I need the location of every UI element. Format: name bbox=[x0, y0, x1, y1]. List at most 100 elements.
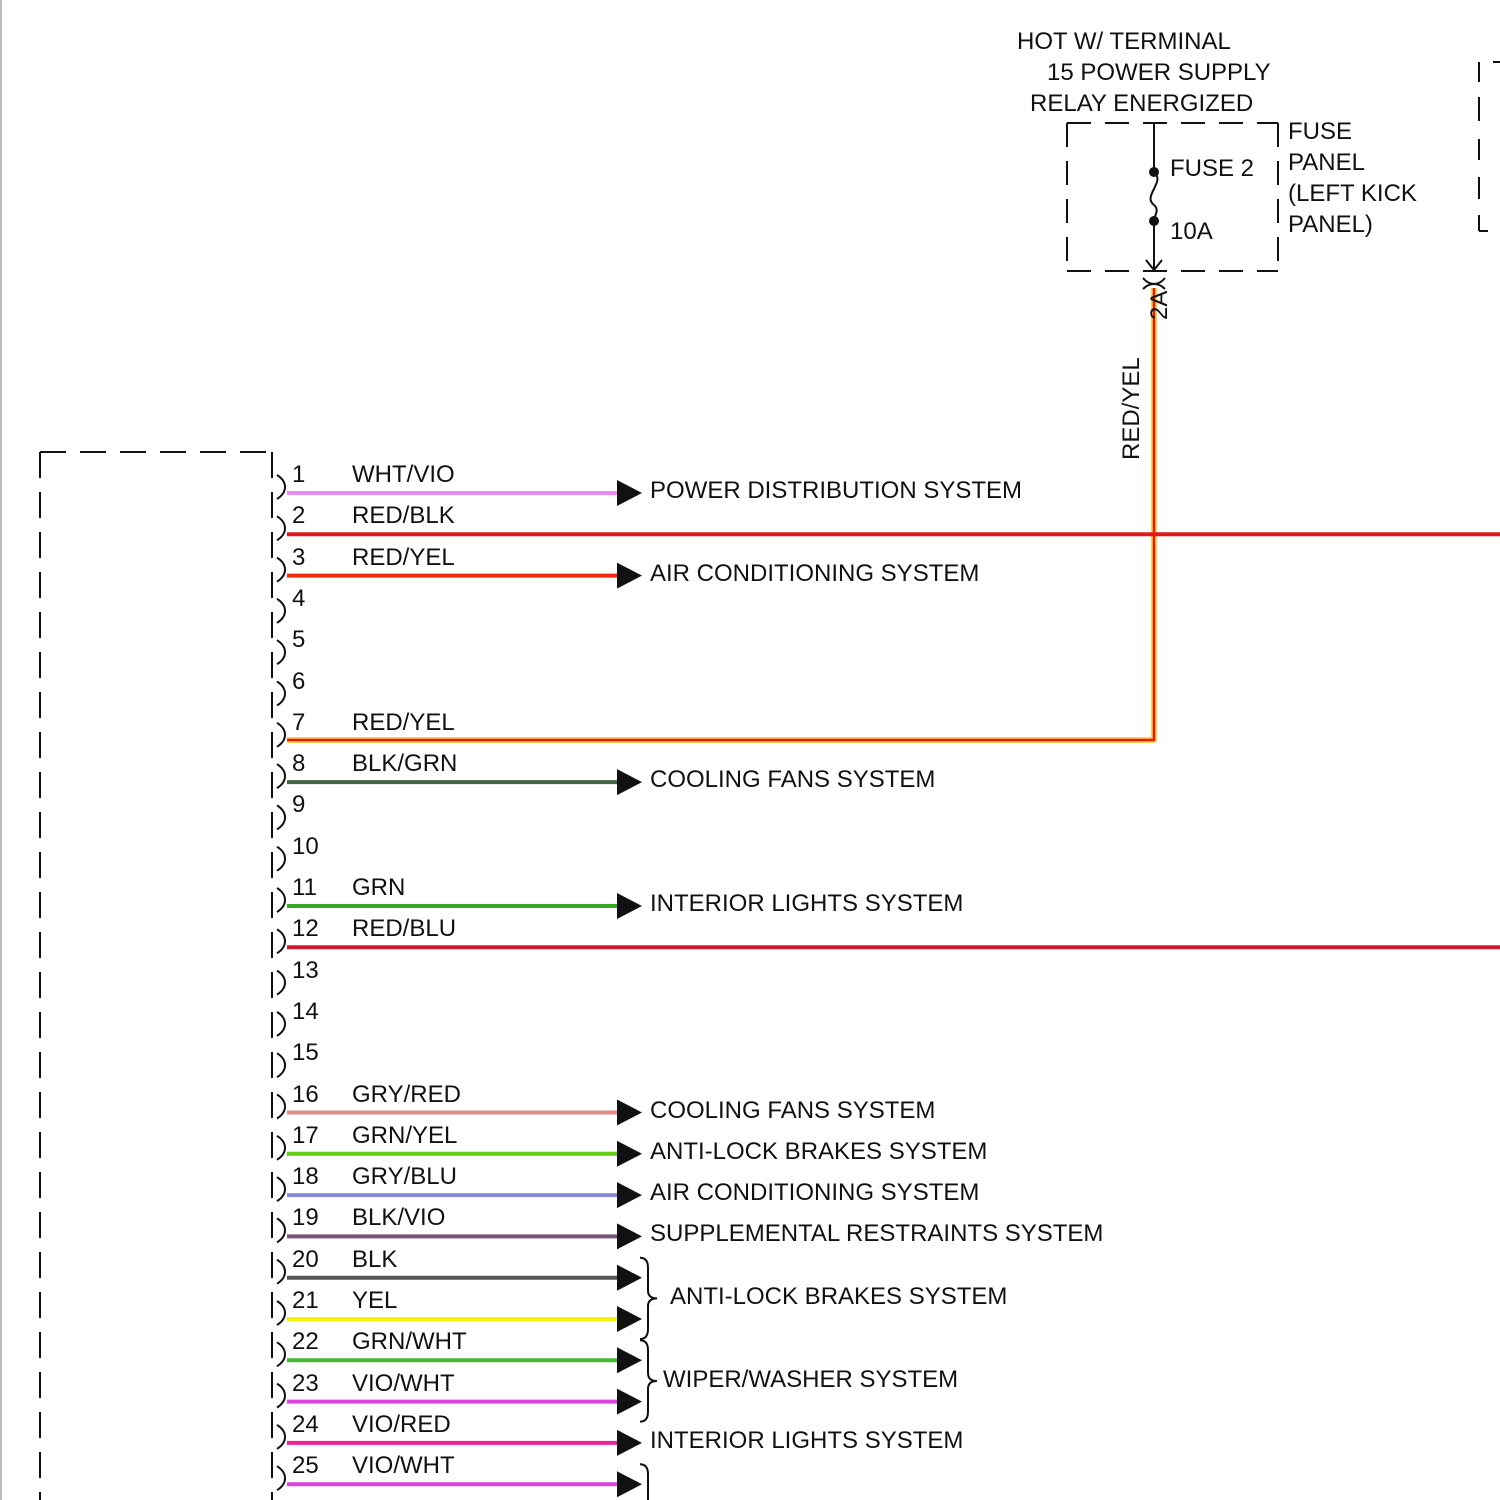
arrow-to-system bbox=[617, 1471, 642, 1497]
pin-number: 9 bbox=[292, 793, 305, 817]
pin-number: 13 bbox=[292, 959, 319, 983]
pin-number: 17 bbox=[292, 1124, 319, 1148]
wire-color-label: RED/YEL bbox=[352, 711, 455, 735]
pin-number: 19 bbox=[292, 1206, 319, 1230]
pin-number: 4 bbox=[292, 587, 305, 611]
arrow-to-system bbox=[617, 1389, 642, 1415]
fuse-panel-name-line-3: (LEFT KICK bbox=[1288, 182, 1417, 206]
pin-cavity-mark bbox=[277, 516, 285, 540]
pin-cavity-mark bbox=[277, 558, 285, 582]
pin-cavity-mark bbox=[277, 1466, 285, 1490]
pin-number: 5 bbox=[292, 628, 305, 652]
terminal-2a-connector bbox=[1143, 278, 1165, 289]
pin-number: 1 bbox=[292, 463, 305, 487]
pin-number: 20 bbox=[292, 1248, 319, 1272]
fuse-terminal-bottom-dot bbox=[1149, 216, 1159, 226]
pin-cavity-mark bbox=[277, 1301, 285, 1325]
fuse-terminal-top-dot bbox=[1149, 167, 1159, 177]
pin-number: 10 bbox=[292, 835, 319, 859]
arrow-to-system bbox=[617, 480, 642, 506]
pin-cavity-mark bbox=[277, 723, 285, 747]
arrow-to-system bbox=[617, 1100, 642, 1126]
destination-system-label: AIR CONDITIONING SYSTEM bbox=[650, 1181, 979, 1205]
pin-cavity-mark bbox=[277, 1053, 285, 1077]
terminal-2a-label: 2A bbox=[1148, 291, 1172, 320]
destination-system-label: AIR CONDITIONING SYSTEM bbox=[650, 562, 979, 586]
pin-cavity-mark bbox=[277, 1260, 285, 1284]
wire-color-label: GRN/WHT bbox=[352, 1330, 467, 1354]
pin-number: 8 bbox=[292, 752, 305, 776]
arrow-to-system bbox=[617, 1141, 642, 1167]
pin-cavity-mark bbox=[277, 1384, 285, 1408]
wire-color-label: RED/BLK bbox=[352, 504, 455, 528]
destination-system-label: INTERIOR LIGHTS SYSTEM bbox=[650, 1429, 963, 1453]
arrow-to-system bbox=[617, 1306, 642, 1332]
grouped-destination-label: WIPER/WASHER SYSTEM bbox=[663, 1368, 958, 1392]
wire-color-label: GRN/YEL bbox=[352, 1124, 457, 1148]
destination-system-label: POWER DISTRIBUTION SYSTEM bbox=[650, 479, 1022, 503]
fuse-name-label: FUSE 2 bbox=[1170, 157, 1254, 181]
pin-cavity-mark bbox=[277, 847, 285, 871]
wire-color-label: VIO/RED bbox=[352, 1413, 451, 1437]
pin-cavity-mark bbox=[277, 1012, 285, 1036]
pin-cavity-mark bbox=[277, 640, 285, 664]
destination-system-label: COOLING FANS SYSTEM bbox=[650, 1099, 935, 1123]
wire-color-label: RED/YEL bbox=[352, 546, 455, 570]
arrow-to-system bbox=[617, 1265, 642, 1291]
pin-cavity-mark bbox=[277, 1218, 285, 1242]
group-brace bbox=[640, 1340, 657, 1421]
pin-number: 2 bbox=[292, 504, 305, 528]
fuse-rating-label: 10A bbox=[1170, 220, 1213, 244]
wire-color-label: BLK/VIO bbox=[352, 1206, 445, 1230]
wire-color-label: YEL bbox=[352, 1289, 397, 1313]
pin-number: 23 bbox=[292, 1372, 319, 1396]
wire-color-label: GRY/BLU bbox=[352, 1165, 457, 1189]
arrow-to-system bbox=[617, 893, 642, 919]
pin-number: 21 bbox=[292, 1289, 319, 1313]
pin-cavity-mark bbox=[277, 599, 285, 623]
fuse-caption-line-3: RELAY ENERGIZED bbox=[1030, 92, 1253, 116]
pin-cavity-mark bbox=[277, 805, 285, 829]
pin-number: 16 bbox=[292, 1083, 319, 1107]
arrow-to-system bbox=[617, 1347, 642, 1373]
pin-cavity-mark bbox=[277, 764, 285, 788]
group-brace bbox=[640, 1258, 657, 1339]
wire-color-label: WHT/VIO bbox=[352, 463, 455, 487]
pin-number: 11 bbox=[292, 876, 317, 900]
adjacent-component-outline bbox=[1479, 62, 1500, 231]
grouped-destination-label: ANTI-LOCK BRAKES SYSTEM bbox=[670, 1285, 1007, 1309]
wire-color-label: BLK/GRN bbox=[352, 752, 457, 776]
module-outline bbox=[40, 452, 272, 1500]
destination-system-label: COOLING FANS SYSTEM bbox=[650, 768, 935, 792]
pin-number: 14 bbox=[292, 1000, 319, 1024]
pin-cavity-mark bbox=[277, 1136, 285, 1160]
fuse-panel-name-line-2: PANEL bbox=[1288, 151, 1365, 175]
fuse-2-symbol bbox=[1146, 123, 1162, 270]
wire-color-label: VIO/WHT bbox=[352, 1372, 455, 1396]
destination-system-label: SUPPLEMENTAL RESTRAINTS SYSTEM bbox=[650, 1222, 1103, 1246]
pin-cavity-mark bbox=[277, 971, 285, 995]
arrow-to-system bbox=[617, 1223, 642, 1249]
fuse-panel-name-line-4: PANEL) bbox=[1288, 213, 1373, 237]
destination-system-label: INTERIOR LIGHTS SYSTEM bbox=[650, 892, 963, 916]
pin-cavity-mark bbox=[277, 929, 285, 953]
pin-number: 6 bbox=[292, 670, 305, 694]
pin-cavity-mark bbox=[277, 682, 285, 706]
pin-cavity-mark bbox=[277, 1425, 285, 1449]
fuse-panel-name-line-1: FUSE bbox=[1288, 120, 1352, 144]
pin-cavity-mark bbox=[277, 475, 285, 499]
destination-system-label: ANTI-LOCK BRAKES SYSTEM bbox=[650, 1140, 987, 1164]
wire-color-label: BLK bbox=[352, 1248, 397, 1272]
arrow-to-system bbox=[617, 563, 642, 589]
pin-cavity-mark bbox=[277, 1342, 285, 1366]
pin-number: 22 bbox=[292, 1330, 319, 1354]
wire-color-label: VIO/WHT bbox=[352, 1454, 455, 1478]
arrow-to-system bbox=[617, 1430, 642, 1456]
group-brace-partial bbox=[640, 1464, 648, 1500]
arrow-to-system bbox=[617, 1182, 642, 1208]
pin-number: 12 bbox=[292, 917, 319, 941]
pin-number: 3 bbox=[292, 546, 305, 570]
pin-number: 25 bbox=[292, 1454, 319, 1478]
pin-number: 15 bbox=[292, 1041, 319, 1065]
pin-cavity-mark bbox=[277, 888, 285, 912]
